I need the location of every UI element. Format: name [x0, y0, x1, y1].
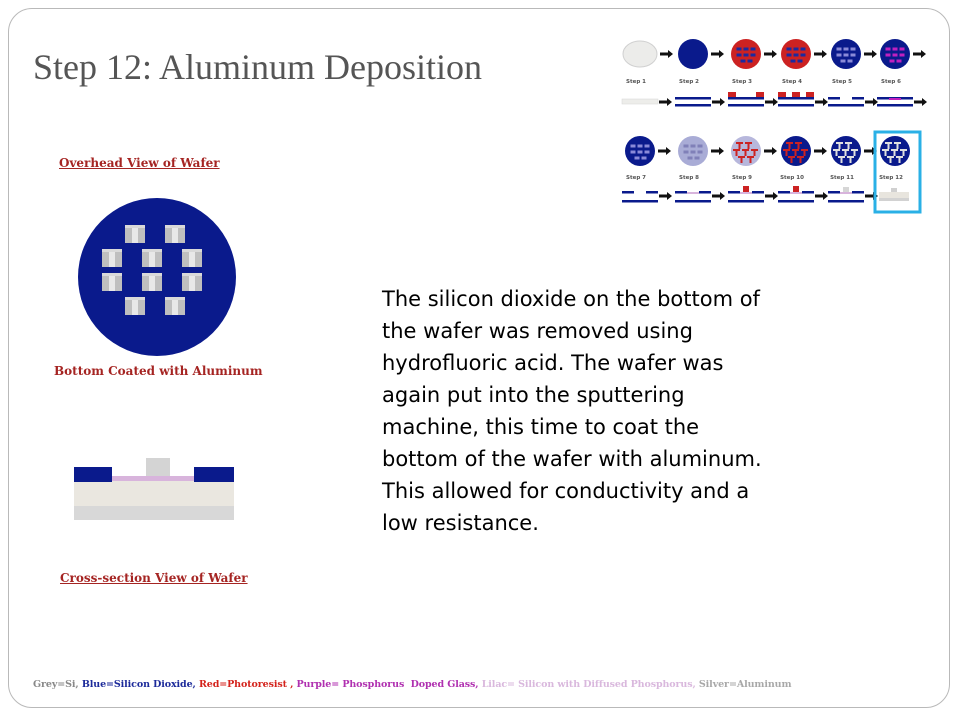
- process-steps-overview: Step 1 Step 2 Step 3 Step 4 Step 5 Step 6 Step…: [621, 39, 927, 214]
- die-contact: [142, 249, 162, 267]
- step-arrow: [660, 50, 673, 58]
- oxide-left: [74, 467, 112, 482]
- step-label: Step 10: [780, 175, 804, 181]
- legend-item: Lilac= Silicon with Diffused Phosphorus,: [478, 679, 696, 690]
- overhead-view-caption: Overhead View of Wafer: [59, 156, 220, 170]
- silicon-layer: [74, 480, 234, 506]
- step-arrow: [814, 50, 827, 58]
- die-pattern: [102, 225, 202, 315]
- step-label: Step 12: [879, 175, 903, 181]
- aluminum-layer: [74, 506, 234, 520]
- legend-item: Grey=Si,: [33, 679, 79, 690]
- step-label: Step 11: [830, 175, 854, 181]
- current-step-highlight: [873, 130, 922, 214]
- bottom-coated-caption: Bottom Coated with Aluminum: [54, 364, 263, 378]
- step-arrow: [865, 98, 878, 106]
- legend-item: Silver=Aluminum: [695, 679, 792, 690]
- die-contact: [102, 249, 122, 267]
- step-arrow: [764, 147, 777, 155]
- die-contact: [182, 273, 202, 291]
- step-label: Step 3: [732, 79, 752, 85]
- legend-item: Blue=Silicon Dioxide,: [78, 679, 196, 690]
- die-contact: [165, 297, 185, 315]
- step-label: Step 1: [626, 79, 646, 85]
- description-paragraph: The silicon dioxide on the bottom of the…: [382, 287, 762, 535]
- step-arrow: [913, 50, 926, 58]
- slide-frame: [8, 8, 950, 708]
- color-legend: Grey=Si, Blue=Silicon Dioxide, Red=Photo…: [33, 679, 792, 690]
- step-label: Step 9: [732, 175, 752, 181]
- step-arrow: [815, 192, 828, 200]
- step-arrow: [659, 98, 672, 106]
- step-arrow: [864, 50, 877, 58]
- step-arrow: [659, 192, 672, 200]
- step-arrow: [711, 147, 724, 155]
- step-label: Step 8: [679, 175, 699, 181]
- step-label: Step 4: [782, 79, 802, 85]
- cross-section-diagram: [74, 458, 234, 520]
- overhead-wafer-diagram: [78, 198, 236, 356]
- die-contact: [125, 297, 145, 315]
- step-arrow: [814, 147, 827, 155]
- cross-section-caption: Cross-section View of Wafer: [60, 571, 248, 585]
- die-contact: [102, 273, 122, 291]
- die-contact: [142, 273, 162, 291]
- step-arrow: [914, 98, 927, 106]
- die-contact: [165, 225, 185, 243]
- step-arrow: [712, 98, 725, 106]
- step-arrow: [815, 98, 828, 106]
- legend-item: Red=Photoresist ,: [195, 679, 294, 690]
- die-contact: [125, 225, 145, 243]
- step-arrow: [764, 50, 777, 58]
- oxide-right: [194, 467, 234, 482]
- description-text: The silicon dioxide on the bottom of the…: [382, 283, 772, 539]
- aluminum-contact: [146, 458, 170, 476]
- step-arrow: [658, 147, 671, 155]
- step-arrow: [765, 98, 778, 106]
- step-label: Step 5: [832, 79, 852, 85]
- step-label: Step 7: [626, 175, 646, 181]
- die-contact: [182, 249, 202, 267]
- step-label: Step 2: [679, 79, 699, 85]
- slide-title: Step 12: Aluminum Deposition: [33, 47, 483, 87]
- step-label: Step 6: [881, 79, 901, 85]
- diffused-lilac: [112, 476, 194, 481]
- step-arrow: [711, 50, 724, 58]
- legend-item: Purple= Phosphorus Doped Glass,: [293, 679, 479, 690]
- step-arrow: [765, 192, 778, 200]
- step-arrow: [712, 192, 725, 200]
